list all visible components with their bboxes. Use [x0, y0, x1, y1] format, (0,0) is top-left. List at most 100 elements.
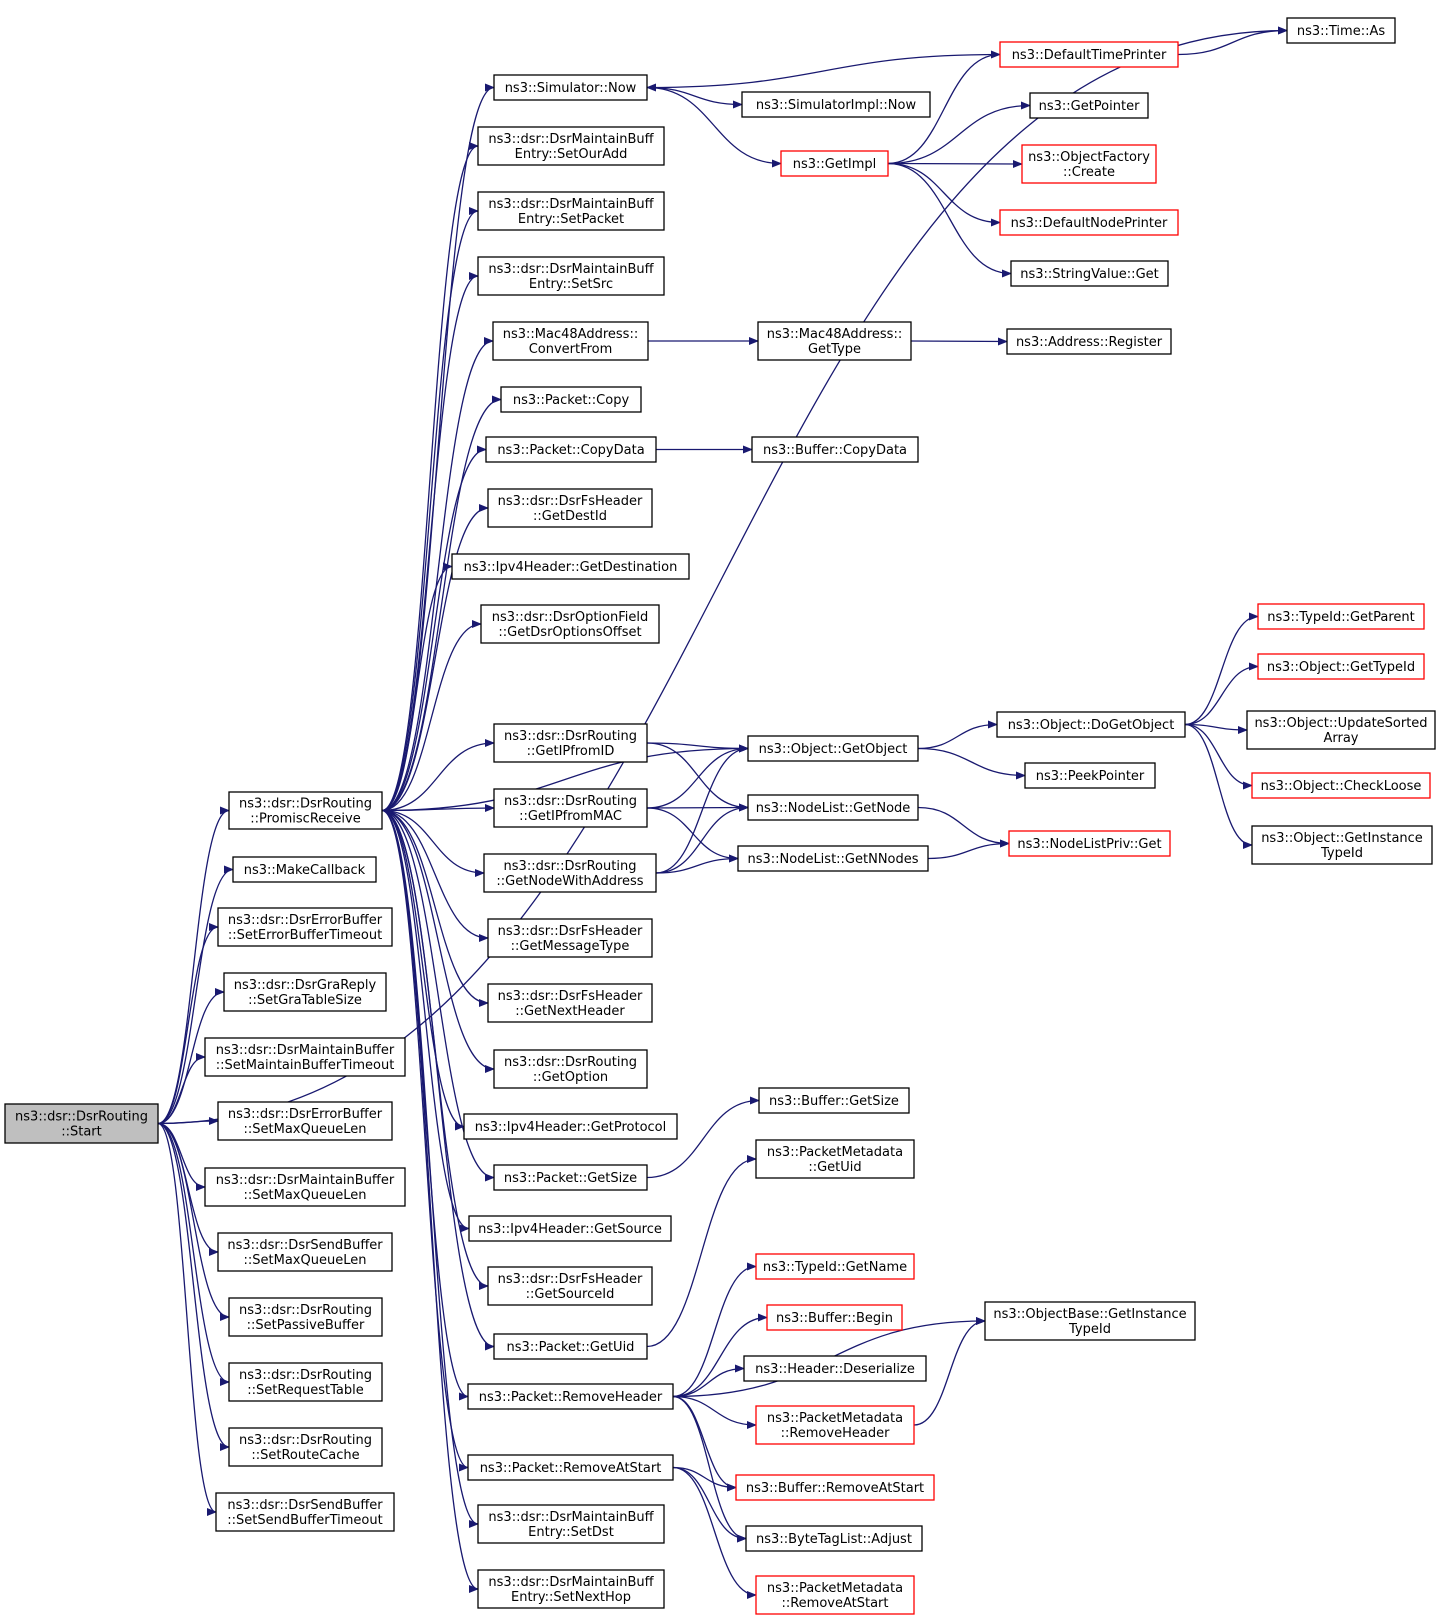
node-getpointer[interactable]: ns3::GetPointer — [1029, 92, 1149, 119]
node-label: ns3::dsr::DsrMaintainBuff — [488, 132, 654, 147]
node-getdsroptoff[interactable]: ns3::dsr::DsrOptionField::GetDsrOptionsO… — [480, 604, 660, 644]
node-box — [228, 1362, 383, 1402]
node-ipv4getproto[interactable]: ns3::Ipv4Header::GetProtocol — [463, 1113, 678, 1140]
edge-promisc-to-pktgetsize — [381, 809, 495, 1182]
node-pktgetsize[interactable]: ns3::Packet::GetSize — [493, 1164, 648, 1191]
node-box — [755, 1405, 915, 1445]
node-pktcopydata[interactable]: ns3::Packet::CopyData — [485, 436, 657, 463]
node-box — [215, 1492, 395, 1532]
node-setpassive[interactable]: ns3::dsr::DsrRouting::SetPassiveBuffer — [228, 1297, 383, 1337]
node-getipfromid[interactable]: ns3::dsr::DsrRouting::GetIPfromID — [493, 723, 648, 763]
node-box — [217, 907, 393, 947]
node-seterrtimeout[interactable]: ns3::dsr::DsrErrorBuffer::SetErrorBuffer… — [217, 907, 393, 947]
node-box — [735, 1474, 935, 1501]
node-label: ns3::Object::GetTypeId — [1267, 660, 1415, 675]
node-sendmaxq[interactable]: ns3::dsr::DsrSendBuffer::SetMaxQueueLen — [217, 1232, 393, 1272]
node-objdogetobject[interactable]: ns3::Object::DoGetObject — [996, 711, 1186, 738]
edge-promisc-to-ipv4getsrc — [381, 809, 470, 1233]
node-bufcopydata[interactable]: ns3::Buffer::CopyData — [751, 436, 919, 463]
node-label: ::RemoveHeader — [781, 1426, 891, 1441]
node-nodelistprivget[interactable]: ns3::NodeListPriv::Get — [1008, 830, 1171, 857]
node-objgettypeid[interactable]: ns3::Object::GetTypeId — [1257, 653, 1425, 680]
edge-simnow-to-getimpl — [646, 86, 782, 168]
node-label: ns3::GetImpl — [793, 157, 877, 172]
node-setouradd[interactable]: ns3::dsr::DsrMaintainBuffEntry::SetOurAd… — [477, 126, 665, 166]
node-label: Entry::SetPacket — [518, 212, 624, 227]
node-simnow[interactable]: ns3::Simulator::Now — [493, 74, 648, 101]
node-hdrdeser[interactable]: ns3::Header::Deserialize — [743, 1355, 927, 1382]
node-bufremoveatstart[interactable]: ns3::Buffer::RemoveAtStart — [735, 1474, 935, 1501]
node-getnexthdr[interactable]: ns3::dsr::DsrFsHeader::GetNextHeader — [487, 983, 653, 1023]
node-start[interactable]: ns3::dsr::DsrRouting::Start — [4, 1103, 159, 1144]
node-maintmaxq[interactable]: ns3::dsr::DsrMaintainBuffer::SetMaxQueue… — [204, 1167, 406, 1207]
node-box — [451, 553, 690, 580]
node-pmremoveatstart[interactable]: ns3::PacketMetadata::RemoveAtStart — [755, 1575, 915, 1615]
node-pmgetuid[interactable]: ns3::PacketMetadata::GetUid — [755, 1139, 915, 1179]
node-typeidgetparent[interactable]: ns3::TypeId::GetParent — [1257, 603, 1425, 630]
node-label: TypeId — [1068, 1322, 1111, 1337]
node-nodelistgetn[interactable]: ns3::NodeList::GetNNodes — [737, 845, 929, 872]
node-mac48gettype[interactable]: ns3::Mac48Address::GetType — [757, 321, 912, 361]
node-getipfrommac[interactable]: ns3::dsr::DsrRouting::GetIPfromMAC — [493, 788, 648, 828]
node-objfactcreate[interactable]: ns3::ObjectFactory::Create — [1021, 144, 1157, 184]
node-box — [751, 436, 919, 463]
node-pktremoveatstart[interactable]: ns3::Packet::RemoveAtStart — [467, 1454, 674, 1481]
edge-getimpl-to-defaulttimeprinter — [887, 50, 1001, 165]
node-pmremovehdr[interactable]: ns3::PacketMetadata::RemoveHeader — [755, 1405, 915, 1445]
node-setreqtable[interactable]: ns3::dsr::DsrRouting::SetRequestTable — [228, 1362, 383, 1402]
node-addrregister[interactable]: ns3::Address::Register — [1006, 328, 1172, 355]
edge-promisc-to-ipv4getdest — [381, 562, 453, 812]
node-label: ::GetNextHeader — [515, 1004, 625, 1019]
node-pktgetuid[interactable]: ns3::Packet::GetUid — [493, 1333, 648, 1360]
node-defaultnodeprinter[interactable]: ns3::DefaultNodePrinter — [999, 209, 1179, 236]
node-bufgetsize[interactable]: ns3::Buffer::GetSize — [758, 1087, 910, 1114]
edge-promisc-to-setdst — [381, 809, 479, 1528]
node-box — [487, 1266, 653, 1306]
node-ipv4getdest[interactable]: ns3::Ipv4Header::GetDestination — [451, 553, 690, 580]
node-setnexthop[interactable]: ns3::dsr::DsrMaintainBuffEntry::SetNextH… — [477, 1569, 665, 1609]
node-label: ::GetNodeWithAddress — [496, 874, 643, 889]
node-getimpl[interactable]: ns3::GetImpl — [780, 150, 889, 177]
node-getdestid[interactable]: ns3::dsr::DsrFsHeader::GetDestId — [487, 488, 653, 528]
node-pktcopy[interactable]: ns3::Packet::Copy — [500, 386, 642, 413]
node-stringvalueget[interactable]: ns3::StringValue::Get — [1010, 260, 1169, 287]
node-nodelistgetnode[interactable]: ns3::NodeList::GetNode — [747, 794, 919, 821]
node-objgetobject[interactable]: ns3::Object::GetObject — [747, 735, 919, 762]
node-simimplnow[interactable]: ns3::SimulatorImpl::Now — [741, 91, 931, 118]
node-box — [4, 1103, 159, 1144]
node-label: ns3::dsr::DsrMaintainBuff — [488, 1510, 654, 1525]
node-getmsgtype[interactable]: ns3::dsr::DsrFsHeader::GetMessageType — [487, 918, 653, 958]
node-pktremovehdr[interactable]: ns3::Packet::RemoveHeader — [467, 1383, 674, 1410]
node-setmainttimeout[interactable]: ns3::dsr::DsrMaintainBuffer::SetMaintain… — [204, 1037, 406, 1077]
node-objcheckloose[interactable]: ns3::Object::CheckLoose — [1251, 772, 1431, 799]
node-makecb[interactable]: ns3::MakeCallback — [232, 856, 377, 883]
node-getoption[interactable]: ns3::dsr::DsrRouting::GetOption — [493, 1049, 648, 1089]
node-setpacket[interactable]: ns3::dsr::DsrMaintainBuffEntry::SetPacke… — [477, 191, 665, 231]
node-bufbegin[interactable]: ns3::Buffer::Begin — [766, 1304, 903, 1331]
node-errmaxq[interactable]: ns3::dsr::DsrErrorBuffer::SetMaxQueueLen — [217, 1101, 393, 1141]
node-promisc[interactable]: ns3::dsr::DsrRouting::PromiscReceive — [228, 791, 383, 830]
node-ipv4getsrc[interactable]: ns3::Ipv4Header::GetSource — [468, 1215, 672, 1242]
edge-start-to-setpassive — [157, 1122, 230, 1321]
edge-objdogetobject-to-typeidgetparent — [1184, 612, 1259, 726]
node-timeas[interactable]: ns3::Time::As — [1286, 17, 1396, 44]
node-setgratable[interactable]: ns3::dsr::DsrGraReply::SetGraTableSize — [223, 972, 387, 1012]
edge-defaulttimeprinter-to-simnow — [646, 53, 1001, 92]
node-typeidgetname[interactable]: ns3::TypeId::GetName — [755, 1253, 915, 1280]
node-getnodewithaddr[interactable]: ns3::dsr::DsrRouting::GetNodeWithAddress — [483, 853, 657, 893]
node-defaulttimeprinter[interactable]: ns3::DefaultTimePrinter — [999, 41, 1179, 68]
node-btladjust[interactable]: ns3::ByteTagList::Adjust — [745, 1525, 923, 1552]
node-mac48convert[interactable]: ns3::Mac48Address::ConvertFrom — [492, 321, 649, 361]
node-peekpointer[interactable]: ns3::PeekPointer — [1024, 762, 1156, 789]
node-box — [217, 1232, 393, 1272]
node-label: ns3::dsr::DsrFsHeader — [498, 989, 643, 1004]
node-getsourceid[interactable]: ns3::dsr::DsrFsHeader::GetSourceId — [487, 1266, 653, 1306]
node-setsendtimeout[interactable]: ns3::dsr::DsrSendBuffer::SetSendBufferTi… — [215, 1492, 395, 1532]
node-setroutecache[interactable]: ns3::dsr::DsrRouting::SetRouteCache — [228, 1427, 383, 1467]
node-label: ns3::Object::GetInstance — [1261, 831, 1423, 846]
